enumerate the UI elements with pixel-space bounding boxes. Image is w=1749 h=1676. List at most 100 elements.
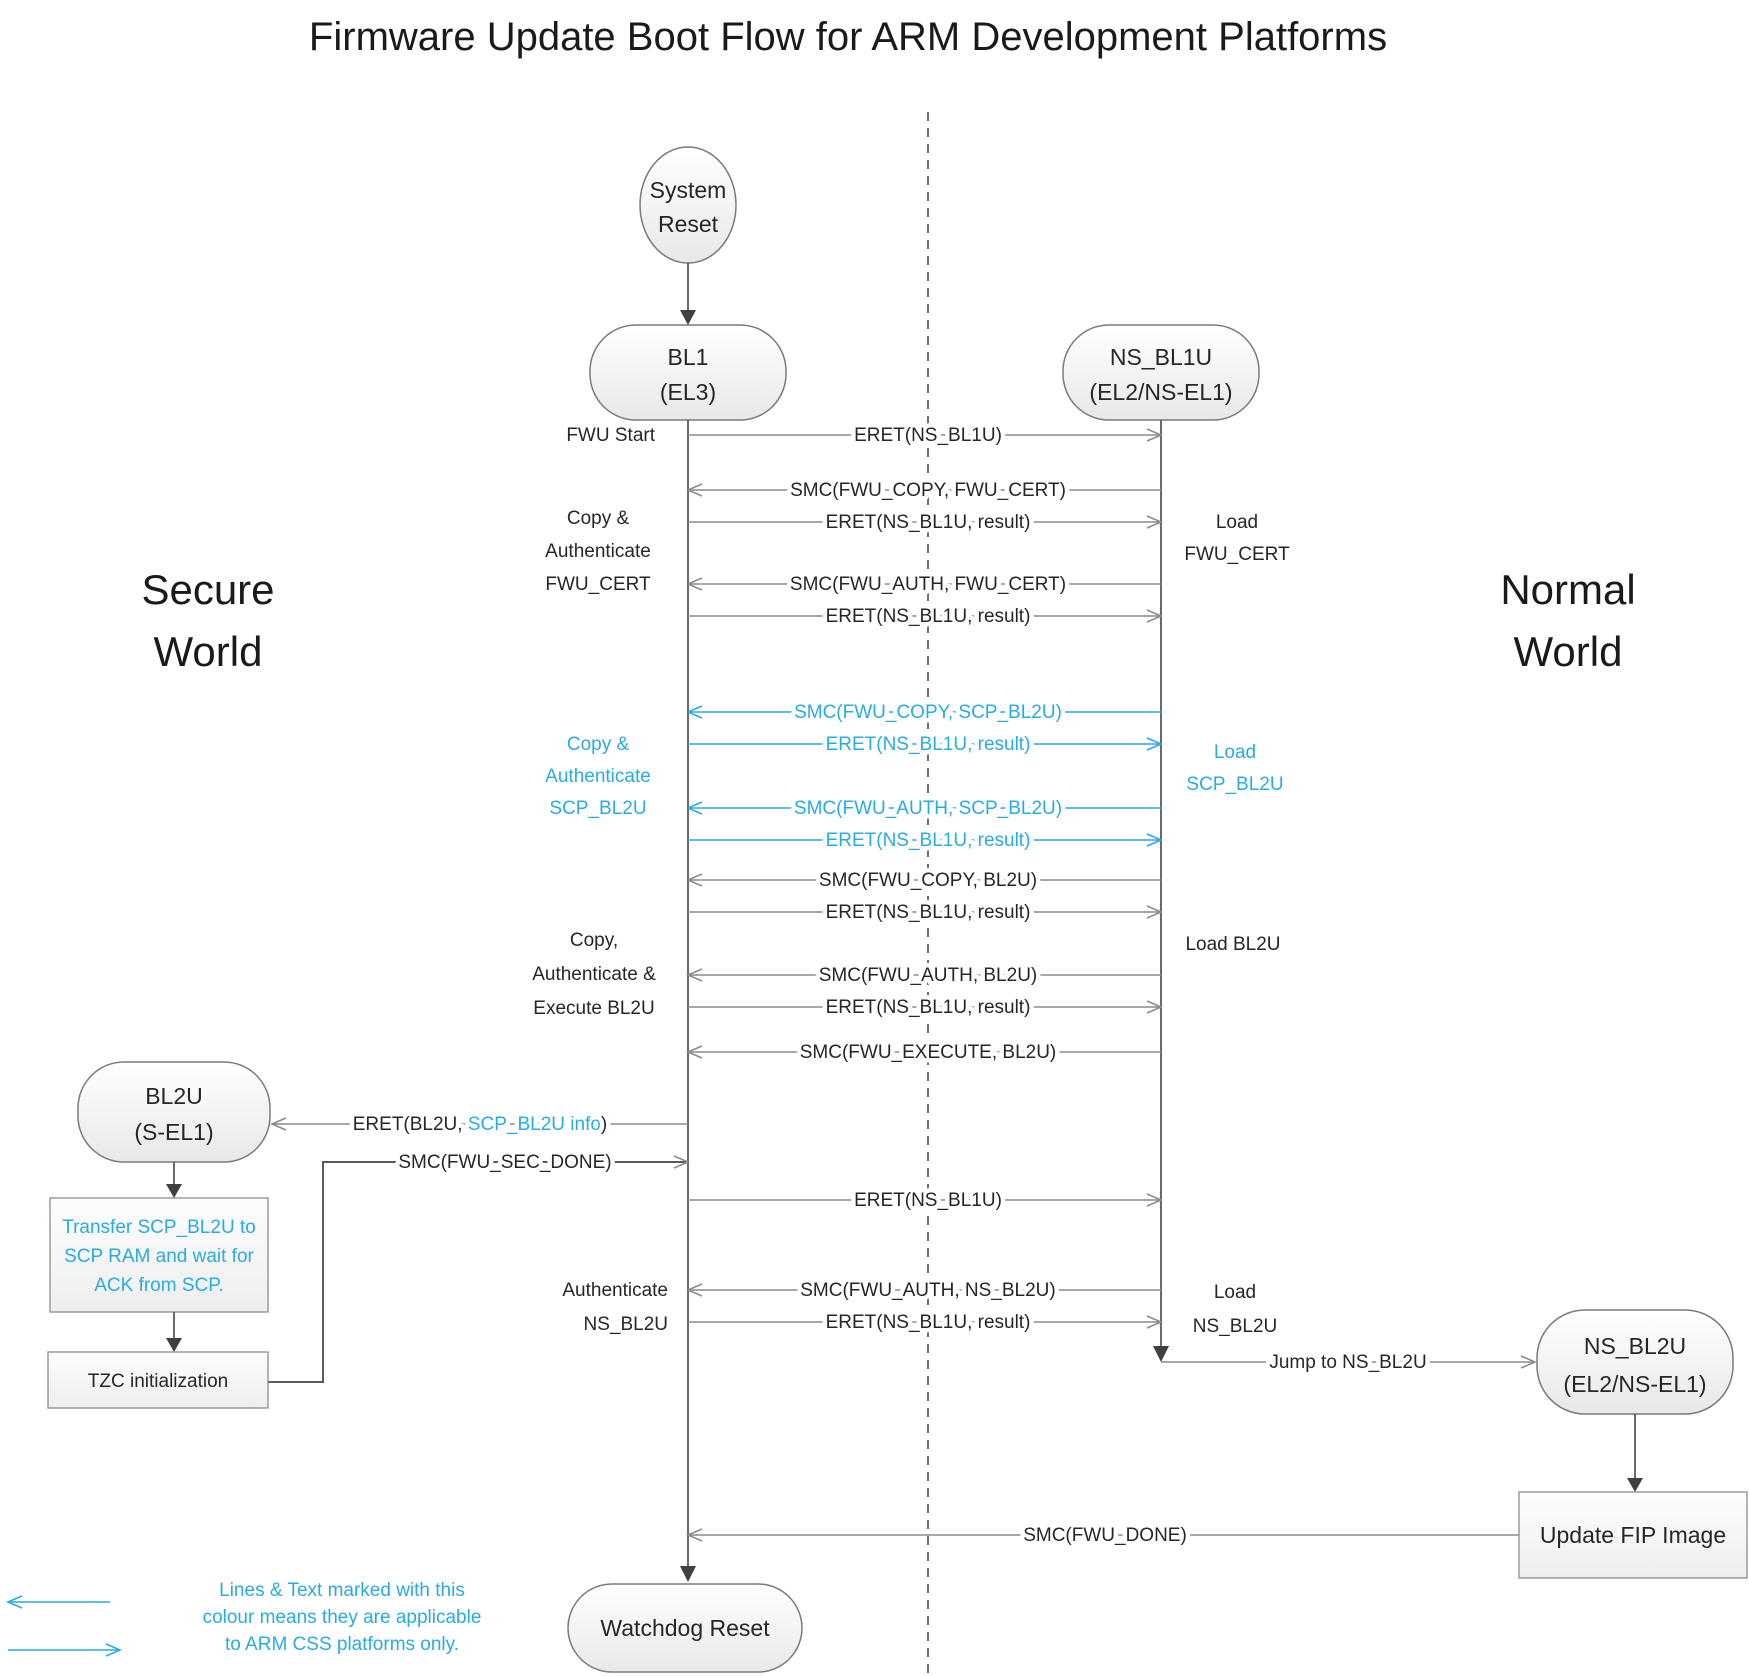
legend-text-line2: colour means they are applicable [203,1607,482,1628]
diagram-title: Firmware Update Boot Flow for ARM Develo… [309,15,1387,59]
msg-smc-fwu-auth-ns-bl2u-arrowhead [685,1283,703,1297]
msg-eret-result-1-arrowhead [1146,515,1164,529]
system-reset-label-line2: Reset [658,211,719,237]
secure-world-label-line1: Secure [141,566,274,613]
msg-eret-result-7-label: ERET(NS_BL1U, result) [826,1312,1031,1333]
msg-smc-fwu-done-arrowhead [685,1528,703,1542]
copy-auth-fwu-cert-label-line1: Copy & [567,508,630,529]
update-fip-image-label: Update FIP Image [1540,1522,1726,1548]
load-ns-bl2u-label-line2: NS_BL2U [1193,1316,1278,1337]
msg-smc-fwu-copy-bl2u-label: SMC(FWU_COPY, BL2U) [819,870,1037,891]
system-reset-label-line1: System [650,177,727,203]
msg-eret-result-3-arrowhead [1146,737,1164,751]
msg-eret-result-5-label: ERET(NS_BL1U, result) [826,902,1031,923]
msg-smc-fwu-copy-bl2u-arrowhead [685,873,703,887]
bl2u-node [77,1061,271,1163]
msg-eret-result-5-arrowhead [1146,905,1164,919]
update-fip-image-box [1518,1491,1748,1579]
copy-auth-scp-bl2u-label-line2: Authenticate [545,766,651,787]
msg-smc-fwu-auth-bl2u-arrowhead [685,968,703,982]
load-fwu-cert-label-line1: Load [1216,512,1258,533]
msg-jump-to-ns-bl2u-arrowhead [1520,1355,1538,1369]
copy-auth-scp-bl2u-label-line1: Copy & [567,734,630,755]
system-reset-node [639,146,737,264]
copy-auth-fwu-cert-label-line3: FWU_CERT [545,574,651,595]
transfer-to-tzc-arrowhead [166,1338,182,1352]
transfer-scp-label-line1: Transfer SCP_BL2U to [62,1217,256,1238]
msg-eret-ns-bl1u-1-label: ERET(NS_BL1U) [854,425,1002,446]
msg-smc-fwu-auth-fwu-cert-arrowhead [685,577,703,591]
msg-eret-bl2u-arrowhead [269,1117,287,1131]
tzc-init-box [47,1351,269,1409]
ns-bl2u-label-line1: NS_BL2U [1584,1333,1686,1359]
msg-smc-fwu-execute-bl2u-arrowhead [685,1045,703,1059]
ns-bl2u-label-line2: (EL2/NS-EL1) [1563,1371,1706,1397]
msg-eret-result-6-label: ERET(NS_BL1U, result) [826,997,1031,1018]
transfer-scp-box [49,1197,269,1313]
msg-smc-fwu-copy-scp-bl2u-label: SMC(FWU_COPY, SCP_BL2U) [794,702,1062,723]
legend-left-arrowhead [5,1595,23,1609]
msg-eret-ns-bl1u-1-arrowhead [1146,428,1164,442]
msg-smc-fwu-sec-done-elbow-line [268,1161,688,1383]
ns-bl1u-lifeline-end-arrowhead [1153,1346,1169,1362]
msg-eret-bl2u-label-suffix: ) [601,1114,607,1135]
msg-jump-to-ns-bl2u-label: Jump to NS_BL2U [1269,1352,1426,1373]
msg-smc-fwu-auth-scp-bl2u-label: SMC(FWU_AUTH, SCP_BL2U) [794,798,1062,819]
fwu-start-label: FWU Start [566,425,655,446]
copy-auth-exec-bl2u-label-line3: Execute BL2U [533,998,654,1019]
msg-smc-fwu-sec-done-arrowhead [673,1155,691,1169]
msg-eret-result-4-label: ERET(NS_BL1U, result) [826,830,1031,851]
msg-smc-fwu-auth-bl2u-label: SMC(FWU_AUTH, BL2U) [819,965,1038,986]
transfer-scp-label-line3: ACK from SCP. [94,1275,224,1296]
msg-eret-result-2-arrowhead [1146,609,1164,623]
bl1-node [589,324,787,421]
bl1-label-line2: (EL3) [660,379,716,405]
normal-world-label-line1: Normal [1500,566,1635,613]
load-scp-bl2u-label-line2: SCP_BL2U [1186,774,1283,795]
ns-bl1u-label-line1: NS_BL1U [1110,344,1212,370]
bl1-lifeline-end-arrowhead [680,1566,696,1582]
load-scp-bl2u-label-line1: Load [1214,742,1256,763]
msg-eret-result-3-label: ERET(NS_BL1U, result) [826,734,1031,755]
copy-auth-exec-bl2u-label-line1: Copy, [570,930,618,951]
load-bl2u-label: Load BL2U [1185,934,1280,955]
watchdog-reset-node [567,1583,803,1673]
ns-bl2u-node [1536,1309,1734,1415]
legend-text-line1: Lines & Text marked with this [219,1580,465,1601]
bl2u-label-line2: (S-EL1) [134,1119,213,1145]
normal-world-label-line2: World [1514,628,1623,675]
authenticate-ns-bl2u-label-line2: NS_BL2U [584,1314,669,1335]
msg-smc-fwu-copy-fwu-cert-label: SMC(FWU_COPY, FWU_CERT) [790,480,1066,501]
msg-smc-fwu-execute-bl2u-label: SMC(FWU_EXECUTE, BL2U) [800,1042,1057,1063]
msg-eret-result-4-arrowhead [1146,833,1164,847]
msg-smc-fwu-auth-scp-bl2u-arrowhead [685,801,703,815]
copy-auth-fwu-cert-label-line2: Authenticate [545,541,651,562]
msg-eret-bl2u-label: ERET(BL2U, SCP_BL2U info) [353,1114,608,1135]
watchdog-reset-label: Watchdog Reset [600,1615,770,1641]
bl2u-to-transfer-arrowhead [166,1184,182,1198]
secure-world-label-line2: World [154,628,263,675]
ns-bl1u-label-line2: (EL2/NS-EL1) [1089,379,1232,405]
legend-text-line3: to ARM CSS platforms only. [225,1634,459,1655]
msg-eret-bl2u-label-highlight: SCP_BL2U info [468,1114,601,1135]
msg-smc-fwu-done-label: SMC(FWU_DONE) [1023,1525,1187,1546]
msg-eret-bl2u-label-prefix: ERET(BL2U, [353,1114,468,1135]
msg-smc-fwu-sec-done-label: SMC(FWU_SEC_DONE) [398,1152,611,1173]
load-fwu-cert-label-line2: FWU_CERT [1184,544,1290,565]
msg-eret-ns-bl1u-2-arrowhead [1146,1193,1164,1207]
ns-bl1u-node [1062,324,1260,421]
tzc-init-label: TZC initialization [88,1371,228,1392]
msg-eret-result-2-label: ERET(NS_BL1U, result) [826,606,1031,627]
bl1-label-line1: BL1 [668,344,709,370]
msg-eret-result-6-arrowhead [1146,1000,1164,1014]
system-reset-to-bl1-arrowhead [680,310,696,325]
msg-smc-fwu-copy-scp-bl2u-arrowhead [685,705,703,719]
msg-smc-fwu-auth-fwu-cert-label: SMC(FWU_AUTH, FWU_CERT) [790,574,1066,595]
copy-auth-exec-bl2u-label-line2: Authenticate & [532,964,656,985]
legend-right-arrowhead [105,1643,123,1657]
load-ns-bl2u-label-line1: Load [1214,1282,1256,1303]
msg-eret-result-1-label: ERET(NS_BL1U, result) [826,512,1031,533]
ns-bl2u-to-update-fip-arrowhead [1627,1478,1643,1492]
